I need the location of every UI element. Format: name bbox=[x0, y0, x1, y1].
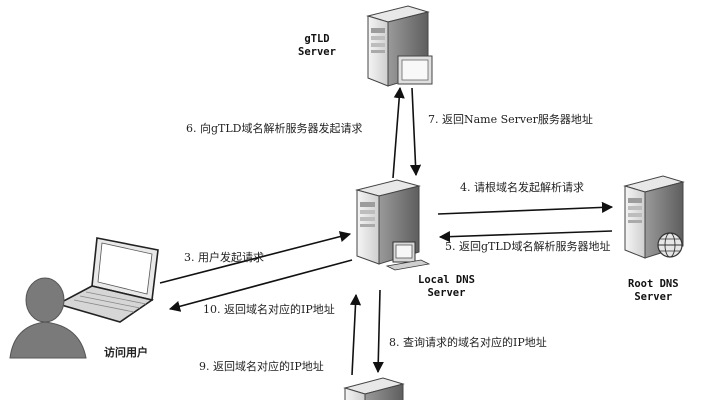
step6-label: 6. 向gTLD域名解析服务器发起请求 bbox=[186, 122, 363, 135]
user-label: 访问用户 bbox=[104, 346, 148, 359]
step4-label: 4. 请根域名发起解析请求 bbox=[460, 181, 584, 194]
step3-label: 3. 用户发起请求 bbox=[184, 251, 264, 264]
step9-label: 9. 返回域名对应的IP地址 bbox=[199, 360, 324, 373]
local-dns-server-label: Local DNS Server bbox=[418, 274, 475, 300]
authoritative-server-icon bbox=[343, 377, 405, 400]
laptop-icon bbox=[55, 237, 159, 323]
root-dns-server-label: Root DNS Server bbox=[628, 278, 679, 304]
gtld-server-icon bbox=[366, 5, 433, 87]
arrow-step6 bbox=[392, 86, 405, 179]
arrow-step4 bbox=[437, 201, 614, 215]
step8-label: 8. 查询请求的域名对应的IP地址 bbox=[389, 336, 547, 349]
gtld-server-label-line2: Server bbox=[298, 46, 336, 58]
arrow-step5 bbox=[438, 230, 613, 243]
local-dns-server-label-line1: Local DNS bbox=[418, 274, 475, 286]
gtld-server-label: gTLD Server bbox=[298, 33, 336, 59]
local-dns-server-label-line2: Server bbox=[427, 287, 466, 299]
root-dns-server-label-line1: Root DNS bbox=[628, 278, 679, 290]
local-dns-server-icon bbox=[355, 179, 431, 271]
arrow-step3 bbox=[159, 231, 352, 284]
step7-label: 7. 返回Name Server服务器地址 bbox=[428, 113, 593, 126]
arrow-step10 bbox=[168, 259, 353, 312]
gtld-server-label-line1: gTLD bbox=[304, 33, 330, 45]
arrow-step7 bbox=[409, 87, 422, 177]
step10-label: 10. 返回域名对应的IP地址 bbox=[203, 303, 335, 316]
arrow-step9 bbox=[349, 293, 362, 376]
step5-label: 5. 返回gTLD域名解析服务器地址 bbox=[445, 240, 611, 253]
arrow-step8 bbox=[372, 289, 384, 374]
user-avatar-icon bbox=[9, 277, 87, 359]
root-dns-server-label-line2: Server bbox=[634, 291, 673, 303]
globe-icon bbox=[657, 232, 683, 258]
